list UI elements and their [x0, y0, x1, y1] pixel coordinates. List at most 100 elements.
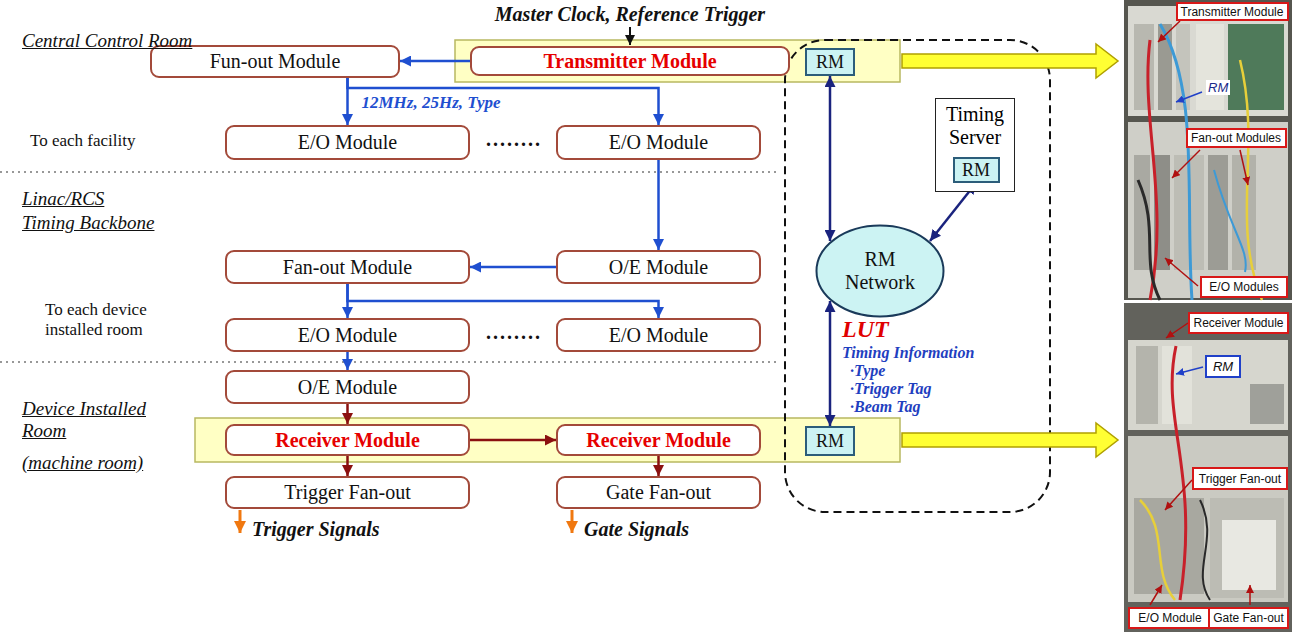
node-text: Receiver Module [275, 429, 420, 452]
node-text: Fun-out Module [210, 50, 341, 73]
node-text: Timing Server [936, 103, 1014, 149]
lut-heading: LUT [842, 316, 889, 343]
cable [1138, 180, 1160, 300]
input-arrow [629, 27, 631, 45]
photo-callout: E/O Modules [1200, 276, 1288, 298]
process-box: E/O Module [556, 125, 761, 160]
signal-label: Trigger Signals [252, 518, 380, 541]
node-text: Trigger Fan-out [1199, 472, 1281, 486]
connector-arrow [348, 284, 659, 318]
timing-module-box: Receiver Module [556, 424, 761, 456]
fan-out-panel [1134, 498, 1204, 594]
output-arrow [571, 510, 574, 533]
leader-line [1158, 21, 1180, 42]
process-box: E/O Module [556, 318, 761, 352]
connector-arrow [470, 266, 556, 269]
area-heading: Timing Backbone [22, 212, 154, 234]
fan-out-panel [1210, 498, 1284, 598]
ellipse-shape [817, 226, 944, 317]
module-slot [1134, 24, 1154, 110]
module-slot [1250, 384, 1284, 424]
note-text: To each device installed room [45, 300, 195, 341]
node-text: Trigger Fan-out [284, 481, 410, 504]
photo-callout: Transmitter Module [1176, 2, 1289, 21]
rm-box: RM [805, 48, 855, 76]
node-text: Gate Fan-out [1213, 611, 1284, 625]
node-text: RM [816, 52, 844, 73]
process-box: E/O Module [225, 125, 470, 160]
cable [1140, 500, 1175, 600]
connector-arrow [346, 352, 349, 370]
process-box: Trigger Fan-out [225, 476, 470, 509]
info-item: ·Trigger Tag [850, 380, 931, 397]
leader-line [1176, 367, 1203, 374]
node-text: E/O Module [609, 324, 708, 347]
crate-panel [1128, 436, 1288, 602]
rm-box: RM [805, 426, 855, 456]
node-text: RM Network [835, 248, 925, 294]
leader-line [1249, 585, 1251, 605]
leader-line [1165, 480, 1192, 510]
network-ellipse: RM Network [815, 224, 945, 318]
process-box: Gate Fan-out [556, 476, 761, 509]
node-text: RM [816, 431, 844, 452]
node-text: E/O Module [298, 131, 397, 154]
photo-callout: E/O Module [1128, 607, 1212, 629]
connector-arrow [346, 404, 349, 424]
photo-callout: Trigger Fan-out [1192, 467, 1288, 490]
info-text: Timing Information [842, 344, 974, 361]
connector-arrow [400, 60, 470, 63]
connector-arrow [346, 456, 349, 476]
module-slot [1162, 346, 1192, 424]
timing-module-box: Receiver Module [225, 424, 470, 456]
edge-label: 12MHz, 25Hz, Type [362, 93, 501, 113]
server-box: Timing ServerRM [935, 98, 1015, 192]
node-text: E/O Module [609, 131, 708, 154]
area-heading: Central Control Room [22, 30, 192, 52]
module-slot [1136, 346, 1158, 424]
node-text: E/O Module [298, 324, 397, 347]
photo-callout: RM [1205, 355, 1241, 378]
connector-arrow [348, 78, 659, 125]
info-item: ·Beam Tag [850, 398, 921, 415]
output-arrow [239, 510, 242, 533]
pointer-arrow [902, 44, 1118, 78]
cable [1200, 500, 1210, 600]
node-text: RM [1213, 359, 1233, 374]
node-text: Transmitter Module [1181, 5, 1284, 19]
cable [1214, 170, 1246, 272]
info-item: ·Type [850, 362, 885, 379]
area-heading: Linac/RCS [22, 188, 104, 210]
node-text: E/O Modules [1209, 280, 1278, 294]
node-text: Receiver Module [1193, 316, 1283, 330]
node-text: Fan-out Modules [1191, 131, 1281, 145]
highlight-band [455, 40, 900, 82]
module-slot [1196, 24, 1224, 110]
area-heading: (machine room) [22, 452, 143, 474]
crate-panel [1128, 6, 1288, 116]
module-slot [1158, 24, 1172, 110]
timing-module-box: Transmitter Module [470, 46, 790, 76]
photo-callout-text: RM [1206, 80, 1230, 95]
cable [1240, 60, 1262, 300]
separator-line [0, 361, 778, 363]
node-text: Receiver Module [586, 429, 731, 452]
process-box: Fan-out Module [225, 250, 470, 284]
leader-line [1165, 258, 1198, 286]
photo-callout: Gate Fan-out [1208, 607, 1289, 629]
connector-arrow [829, 76, 832, 241]
crate-panel [1128, 340, 1288, 430]
pointer-arrow [902, 423, 1118, 457]
signal-label: Gate Signals [584, 518, 689, 541]
node-text: Fan-out Module [283, 256, 412, 279]
circuit-board [1228, 24, 1284, 110]
ellipsis-dots: ........ [486, 128, 542, 151]
connector-arrow [657, 160, 660, 250]
note-text: To each facility [30, 131, 135, 151]
module-slot [1208, 155, 1228, 270]
rm-box: RM [953, 157, 1000, 183]
process-box: O/E Module [225, 370, 470, 404]
node-text: Transmitter Module [543, 50, 716, 73]
leader-line [1150, 585, 1162, 605]
node-text: E/O Module [1138, 611, 1201, 625]
